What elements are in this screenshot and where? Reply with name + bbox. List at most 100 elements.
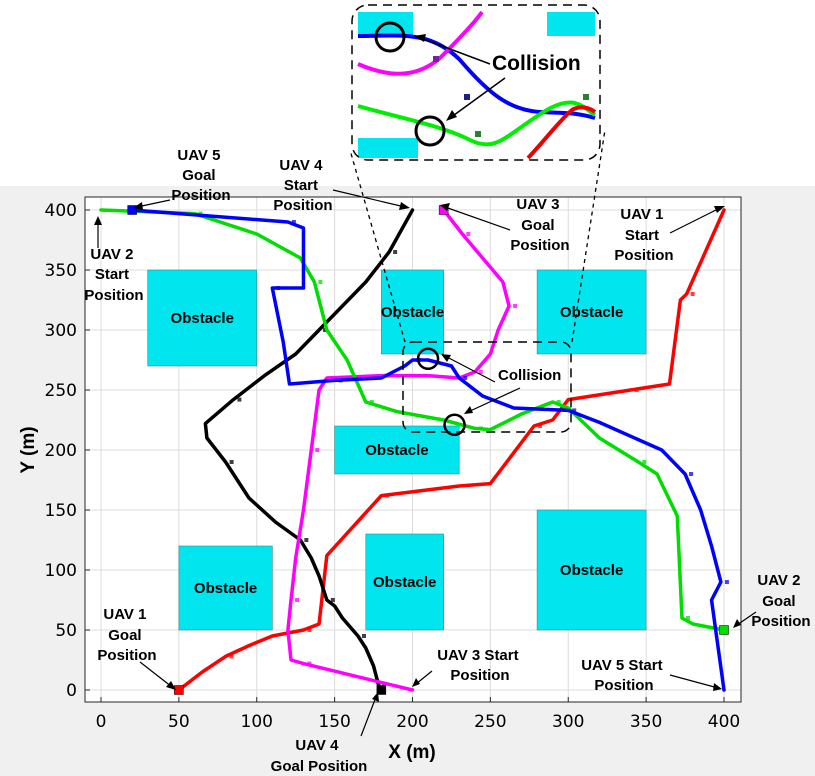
arrowhead [733,619,741,628]
y-tick-label: 100 [45,561,77,581]
arrow-collision-1 [444,355,496,383]
waypoint-marker [304,538,309,542]
trajectories [99,208,729,692]
y-tick-label: 300 [45,321,77,341]
obstacle [536,509,647,631]
uav3-start-label: UAV 3 Start Position [437,647,523,684]
waypoint-marker [361,634,366,638]
inset-obstacle-top-right [547,12,595,36]
arrow-uav2-goal [736,611,757,626]
goal-marker [174,685,184,695]
arrow-uav1-goal [139,661,173,688]
waypoint-marker [385,493,390,498]
uav1-start-label: UAV 1 Start Position [614,206,673,264]
collision-circle [416,347,440,371]
collision-circle [443,413,466,437]
obstacle [381,269,444,355]
waypoint-marker [237,397,242,402]
obstacle [365,533,444,631]
arrowhead [713,683,722,691]
arrow-collision-2 [467,387,521,413]
inset-arrowhead-2 [446,110,457,121]
waypoint-marker [393,250,398,254]
collision-label: Collision [498,367,561,384]
trajectory-line [130,208,726,692]
y-tick-label: 400 [45,201,77,221]
arrowhead [94,216,102,225]
uav3-goal-label: UAV 3 Goal Position [510,196,569,254]
waypoint-marker [556,400,561,404]
uav4-start-label: UAV 4 Start Position [273,157,332,214]
arrow-uav5-start [669,674,719,689]
arrowhead [166,681,176,690]
uav5-goal-label: UAV 5 Goal Position [171,147,230,204]
obstacle [178,545,273,631]
y-tick-label: 150 [45,501,77,521]
arrow-uav4-goal [360,696,377,737]
x-axis-label: X (m) [388,742,436,763]
obstacle-label: Obstacle [560,562,623,579]
obstacle-label: Obstacle [171,310,234,327]
endpoint-markers [127,205,729,695]
waypoint-marker [330,598,335,602]
obstacle [334,425,460,475]
waypoint-marker [369,400,374,404]
trajectory-line [203,208,415,692]
x-tick-label: 300 [552,712,584,732]
waypoint-marker [307,628,312,632]
x-tick-label: 0 [96,712,107,732]
goal-marker [127,205,137,215]
arrow-uav1-start [669,207,721,234]
uav1-goal-label: UAV 1 Goal Position [97,606,156,664]
inset-green-path [357,100,597,147]
arrowhead [372,692,379,702]
inset-arrow-1 [417,36,491,65]
waypoint-marker [537,424,542,428]
inset-red-path [526,105,597,160]
x-tick-label: 250 [474,712,506,732]
arrowhead [441,354,451,362]
zoom-line-right [571,129,606,343]
x-tick-label: 400 [708,712,740,732]
obstacle [147,269,258,367]
waypoint-marker [690,292,695,296]
inset-magenta-path [357,10,484,76]
arrowhead [399,202,410,210]
arrow-uav3-goal [444,206,511,231]
trajectory-line [177,208,726,692]
y-tick-label: 350 [45,261,77,281]
arrow-uav3-start [415,670,433,685]
zoom-line-left [349,149,406,343]
x-tick-label: 350 [630,712,662,732]
waypoint-marker [338,378,343,383]
waypoint-marker [572,408,577,413]
y-tick-label: 200 [45,441,77,461]
waypoint-marker [295,598,300,602]
y-tick-label: 250 [45,381,77,401]
goal-marker [376,685,387,695]
obstacle-label: Obstacle [381,304,444,321]
inset-waypoint [583,94,589,100]
waypoint-marker [315,448,320,452]
annotation-arrowheads [94,202,741,702]
obstacle-label: Obstacle [365,442,428,459]
waypoint-marker [229,654,234,659]
waypoint-marker [291,220,296,224]
waypoint-marker [466,232,471,236]
waypoint-marker [478,426,483,431]
uav4-goal-label: UAV 4 Goal Position [271,737,368,775]
waypoint-marker [229,460,234,464]
arrowhead [440,203,450,211]
inset-waypoint [433,56,439,62]
waypoint-marker [689,472,694,476]
zoom-region [402,341,572,433]
waypoint-marker [685,616,690,620]
inset-collision-circle-2 [414,115,446,147]
collision-circles [416,347,466,437]
arrow-uav5-goal [136,199,171,208]
arrowhead [464,406,473,414]
obstacle-label: Obstacle [560,304,623,321]
annotations: UAV 5 Goal Position UAV 4 Start Position… [84,147,810,775]
